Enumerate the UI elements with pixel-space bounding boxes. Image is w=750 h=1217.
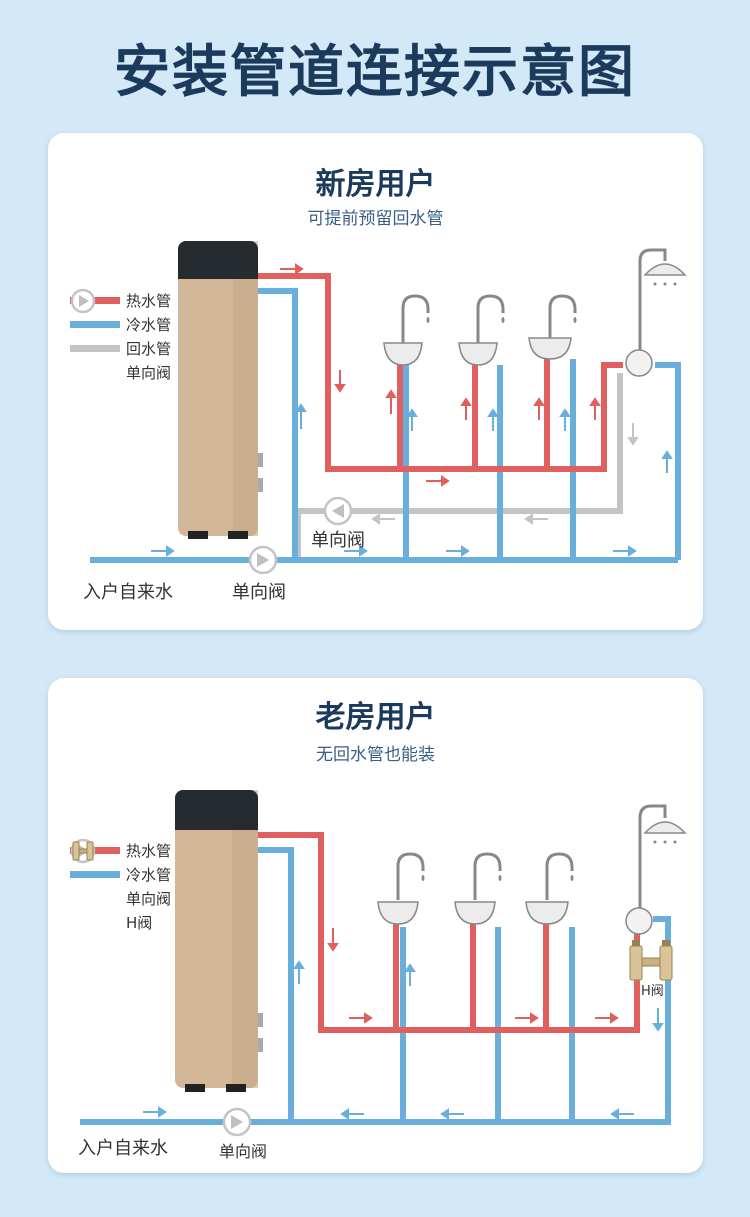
- legend-label: 热水管: [126, 291, 172, 310]
- faucet-3: [528, 294, 577, 360]
- legend-label: 热水管: [126, 841, 172, 860]
- h-valve: [629, 940, 673, 981]
- return-swatch: [70, 344, 120, 352]
- legend-label: H阀: [126, 913, 153, 932]
- check-valve-label: 单向阀: [219, 1142, 268, 1161]
- check-valve-inlet: [222, 1107, 252, 1137]
- new-house-title: 新房用户: [315, 167, 436, 202]
- water-heater: [175, 790, 263, 1092]
- h-valve-label: H阀: [641, 984, 664, 999]
- legend-return: 回水管: [70, 336, 171, 360]
- h-valve-icon: [70, 841, 120, 933]
- inlet-label: 入户自来水: [83, 582, 173, 603]
- new-house-card: 新房用户 可提前预留回水管 热水管 冷水管 回水管 单向阀 入户自来水 单向阀 …: [48, 133, 703, 630]
- flow-arrows: [151, 263, 673, 557]
- faucet-2: [454, 852, 502, 925]
- legend-label: 冷水管: [126, 315, 172, 334]
- shower: [625, 248, 687, 377]
- check-valve-icon: [70, 838, 120, 909]
- old-house-card: 老房用户 无回水管也能装 热水管 冷水管 单向阀 H阀 入户自来水 单向阀 H阀: [48, 678, 703, 1173]
- check-valve-inlet: [248, 545, 278, 575]
- inlet-label: 入户自来水: [78, 1138, 168, 1159]
- legend-cold: 冷水管: [70, 312, 171, 336]
- new-house-subtitle: 可提前预留回水管: [307, 209, 444, 229]
- faucet-1: [377, 852, 425, 925]
- cold-swatch: [70, 320, 120, 328]
- check-valve-label: 单向阀: [232, 582, 286, 603]
- water-heater: [178, 241, 263, 539]
- hot-pipe: [258, 273, 623, 472]
- page-title: 安装管道连接示意图: [114, 40, 636, 105]
- new-house-diagram: [90, 241, 687, 575]
- faucet-2: [458, 294, 505, 366]
- new-house-legend: 热水管 冷水管 回水管 单向阀: [70, 288, 171, 384]
- check-valve-icon: [70, 288, 120, 383]
- old-house-title: 老房用户: [315, 700, 436, 735]
- cold-swatch: [70, 870, 120, 878]
- faucet-1: [383, 294, 430, 366]
- check-valve-return: [323, 496, 353, 526]
- cold-pipe: [80, 847, 671, 1125]
- legend-label: 冷水管: [126, 865, 172, 884]
- legend-check-valve: 单向阀: [70, 288, 172, 384]
- cold-pipe: [90, 288, 681, 563]
- return-check-valve-label: 单向阀: [311, 530, 365, 551]
- legend-label: 单向阀: [126, 889, 172, 908]
- hot-pipe: [258, 832, 640, 1033]
- old-house-diagram: [80, 790, 687, 1137]
- legend-label: 单向阀: [126, 363, 172, 382]
- shower: [625, 804, 687, 935]
- legend-check-valve: 单向阀: [70, 838, 172, 910]
- faucet-3: [525, 852, 574, 925]
- legend-label: 回水管: [126, 339, 172, 358]
- flow-arrows: [143, 928, 664, 1120]
- legend-cold: 冷水管: [70, 862, 171, 886]
- old-house-legend: 热水管 冷水管 单向阀 H阀: [70, 838, 171, 934]
- old-house-subtitle: 无回水管也能装: [316, 745, 435, 765]
- legend-h-valve: H阀: [70, 841, 171, 934]
